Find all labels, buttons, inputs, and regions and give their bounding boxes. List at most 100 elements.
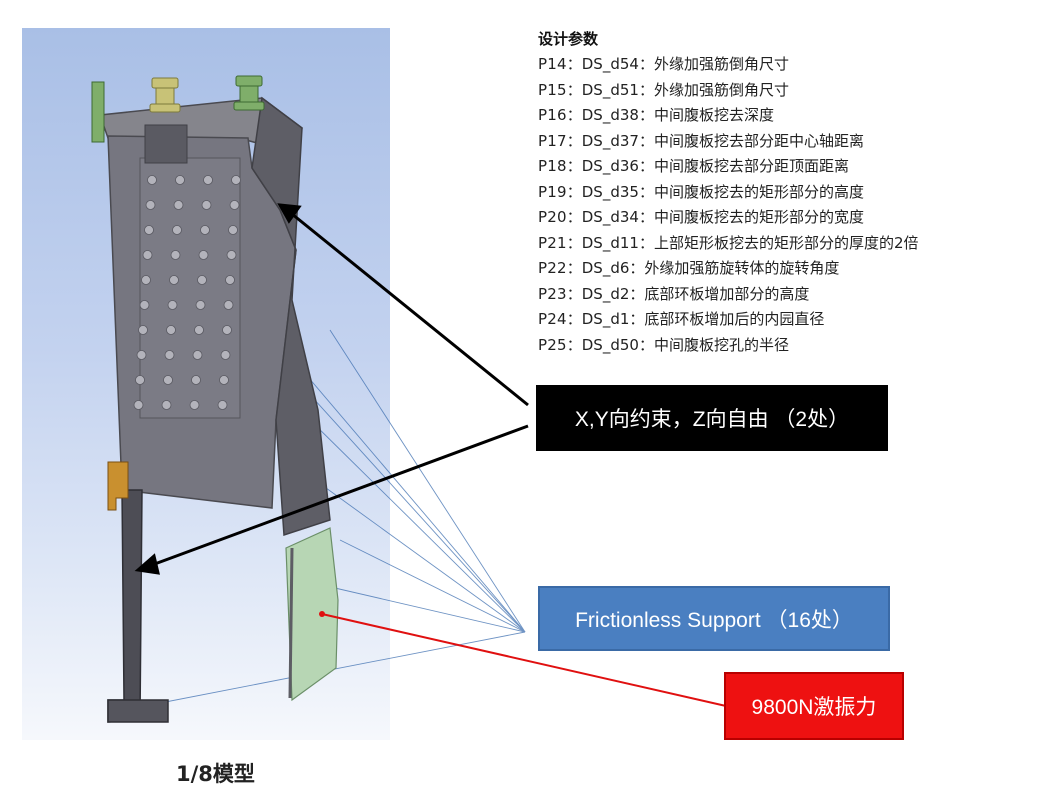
parameter-colon: ： xyxy=(638,233,654,252)
parameter-colon: ： xyxy=(629,259,645,277)
web-hole xyxy=(198,250,209,260)
web-hole xyxy=(144,225,154,235)
constraint-arrow-upper xyxy=(291,212,529,407)
parameter-desc: 外缘加强筋旋转体的旋转角度 xyxy=(644,259,840,277)
web-hole xyxy=(191,375,201,385)
web-hole xyxy=(142,250,153,260)
parameter-item: P25：DS_d50：中间腹板挖孔的半径 xyxy=(538,333,919,359)
parameter-item: P16：DS_d38：中间腹板挖去深度 xyxy=(538,103,919,129)
parameter-item: P14：DS_d54：外缘加强筋倒角尺寸 xyxy=(538,52,919,78)
parameter-item: P21：DS_d11：上部矩形板挖去的矩形部分的厚度的2倍 xyxy=(538,231,919,257)
parameter-sep: ： xyxy=(566,259,582,277)
model-bottom-foot xyxy=(107,699,169,723)
force-arrow-line xyxy=(321,613,727,707)
parameter-name: DS_d37 xyxy=(581,131,639,150)
parameter-sep: ： xyxy=(566,233,582,252)
arrow-head xyxy=(134,553,160,575)
parameter-id: P17 xyxy=(538,131,567,150)
model-body xyxy=(91,81,339,723)
constraint-arrows xyxy=(134,203,529,575)
parameter-colon: ： xyxy=(629,310,645,328)
frictionless-support-callout: Frictionless Support （16处） xyxy=(538,586,890,651)
parameter-name: DS_d50 xyxy=(581,335,639,354)
parameter-desc: 中间腹板挖去的矩形部分的高度 xyxy=(653,182,864,201)
web-hole xyxy=(200,225,210,235)
support-line xyxy=(321,584,526,633)
parameter-item: P20：DS_d34：中间腹板挖去的矩形部分的宽度 xyxy=(538,205,919,231)
web-hole xyxy=(163,375,173,385)
parameter-name: DS_d54 xyxy=(581,55,639,73)
web-hole xyxy=(219,375,229,385)
web-hole xyxy=(228,225,238,235)
parameter-desc: 外缘加强筋倒角尺寸 xyxy=(653,55,789,73)
web-hole xyxy=(201,200,212,210)
web-hole xyxy=(147,175,157,185)
parameter-id: P14 xyxy=(538,55,567,73)
web-hole xyxy=(172,225,182,235)
parameter-sep: ： xyxy=(566,310,582,328)
bolt-green xyxy=(233,75,265,111)
web-hole xyxy=(220,350,231,360)
parameter-item: P23：DS_d2：底部环板增加部分的高度 xyxy=(538,282,919,308)
web-hole-grid xyxy=(133,175,241,410)
parameter-desc: 底部环板增加后的内园直径 xyxy=(644,310,825,328)
parameter-item: P22：DS_d6：外缘加强筋旋转体的旋转角度 xyxy=(538,256,919,282)
parameter-sep: ： xyxy=(566,157,582,175)
bolt-yellow xyxy=(149,77,181,113)
parameter-desc: 底部环板增加部分的高度 xyxy=(644,284,810,303)
web-hole xyxy=(229,200,240,210)
parameter-name: DS_d34 xyxy=(581,208,639,226)
parameter-sep: ： xyxy=(566,208,582,226)
parameter-id: P15 xyxy=(538,80,567,99)
web-hole xyxy=(189,400,200,410)
model-frictionless-support-surface xyxy=(285,527,339,702)
web-hole xyxy=(222,325,232,335)
web-hole xyxy=(223,300,234,310)
model-inner-pocket xyxy=(139,157,241,419)
web-hole xyxy=(135,375,145,385)
parameter-colon: ： xyxy=(638,106,654,124)
web-hole xyxy=(175,175,185,185)
parameter-sep: ： xyxy=(566,182,582,201)
web-hole xyxy=(197,275,207,285)
web-hole xyxy=(217,400,228,410)
parameter-item: P18：DS_d36：中间腹板挖去部分距顶面距离 xyxy=(538,154,919,180)
parameter-sep: ： xyxy=(566,335,582,354)
parameter-desc: 中间腹板挖去部分距中心轴距离 xyxy=(653,131,864,150)
web-hole xyxy=(194,325,204,335)
parameter-colon: ： xyxy=(638,182,654,201)
support-line xyxy=(304,414,526,633)
model-outer-rib xyxy=(251,96,331,537)
parameter-sep: ： xyxy=(566,55,582,73)
parameter-colon: ： xyxy=(638,55,654,73)
web-hole xyxy=(195,300,206,310)
support-line xyxy=(339,539,526,633)
web-hole xyxy=(226,250,237,260)
parameter-id: P25 xyxy=(538,335,567,354)
parameter-id: P18 xyxy=(538,157,567,175)
model-lower-clip xyxy=(107,461,129,511)
parameter-desc: 中间腹板挖去部分距顶面距离 xyxy=(653,157,849,175)
parameter-name: DS_d51 xyxy=(581,80,639,99)
model-top-slot xyxy=(144,124,188,164)
parameter-id: P23 xyxy=(538,284,567,303)
parameter-id: P20 xyxy=(538,208,567,226)
web-hole xyxy=(141,275,151,285)
parameter-item: P15：DS_d51：外缘加强筋倒角尺寸 xyxy=(538,78,919,104)
web-hole xyxy=(145,200,156,210)
model-flange-left xyxy=(91,81,105,143)
parameter-list-title: 设计参数 xyxy=(538,30,599,48)
model-lower-wall xyxy=(107,489,143,723)
web-hole xyxy=(164,350,175,360)
parameter-desc: 中间腹板挖去的矩形部分的宽度 xyxy=(653,208,864,226)
parameter-desc: 外缘加强筋倒角尺寸 xyxy=(653,80,789,99)
web-hole xyxy=(203,175,213,185)
parameter-name: DS_d2 xyxy=(581,284,630,303)
parameter-name: DS_d38 xyxy=(581,106,639,124)
parameter-item: P24：DS_d1：底部环板增加后的内园直径 xyxy=(538,307,919,333)
parameter-sep: ： xyxy=(566,80,582,99)
web-hole xyxy=(173,200,184,210)
parameter-name: DS_d35 xyxy=(581,182,639,201)
